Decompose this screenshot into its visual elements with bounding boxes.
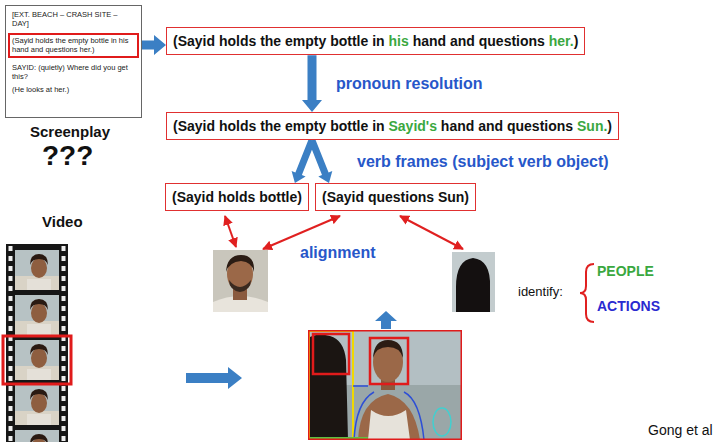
flow-arrow bbox=[375, 311, 397, 329]
node-text: (Sayid holds the empty bottle in Sayid's… bbox=[173, 117, 612, 135]
identify-item: PEOPLE bbox=[597, 263, 654, 279]
section-label: Video bbox=[42, 213, 83, 230]
node-text: (He looks at her.) bbox=[12, 85, 135, 94]
section-label: Screenplay bbox=[30, 123, 110, 140]
identify-item: ACTIONS bbox=[597, 298, 660, 314]
node-text: SAYID: (quietly) Where did you get this? bbox=[12, 63, 135, 82]
question-marks: ??? bbox=[42, 140, 93, 172]
highlighted-word: her. bbox=[549, 33, 574, 49]
citation: Gong et al bbox=[648, 422, 713, 438]
node-text: (Sayid questions Sun) bbox=[322, 188, 469, 206]
highlighted-word: Sun. bbox=[577, 118, 607, 134]
node-text: (Sayid holds bottle) bbox=[172, 188, 302, 206]
flow-arrow bbox=[302, 55, 322, 112]
highlight-box: (Sayid holds the empty bottle in his han… bbox=[8, 33, 139, 58]
verb-frame-box: (Sayid questions Sun) bbox=[315, 183, 476, 211]
screenplay-page: [EXT. BEACH – CRASH SITE – DAY] (Sayid ho… bbox=[5, 5, 142, 118]
node-text: (Sayid holds the empty bottle in his han… bbox=[12, 36, 135, 55]
flow-arrow bbox=[139, 35, 166, 55]
face-crop bbox=[452, 252, 495, 312]
node-text: (Sayid holds the empty bottle in his han… bbox=[173, 32, 578, 50]
flow-arrow bbox=[309, 139, 333, 183]
node-text: [EXT. BEACH – CRASH SITE – DAY] bbox=[12, 10, 135, 29]
highlighted-word: Sayid's bbox=[389, 118, 437, 134]
identify-label: identify: bbox=[518, 284, 563, 299]
face-crop bbox=[213, 250, 268, 312]
flow-arrow bbox=[186, 367, 242, 389]
sentence-box: (Sayid holds the empty bottle in Sayid's… bbox=[166, 112, 619, 140]
verb-frame-box: (Sayid holds bottle) bbox=[165, 183, 309, 211]
sentence-box: (Sayid holds the empty bottle in his han… bbox=[166, 27, 585, 55]
step-label: alignment bbox=[300, 244, 376, 262]
edge-label: pronoun resolution bbox=[334, 75, 485, 93]
edge-label: verb frames (subject verb object) bbox=[355, 153, 611, 171]
highlighted-word: his bbox=[389, 33, 409, 49]
film-strip bbox=[3, 244, 71, 442]
brace bbox=[580, 264, 594, 322]
video-frame bbox=[308, 330, 462, 440]
